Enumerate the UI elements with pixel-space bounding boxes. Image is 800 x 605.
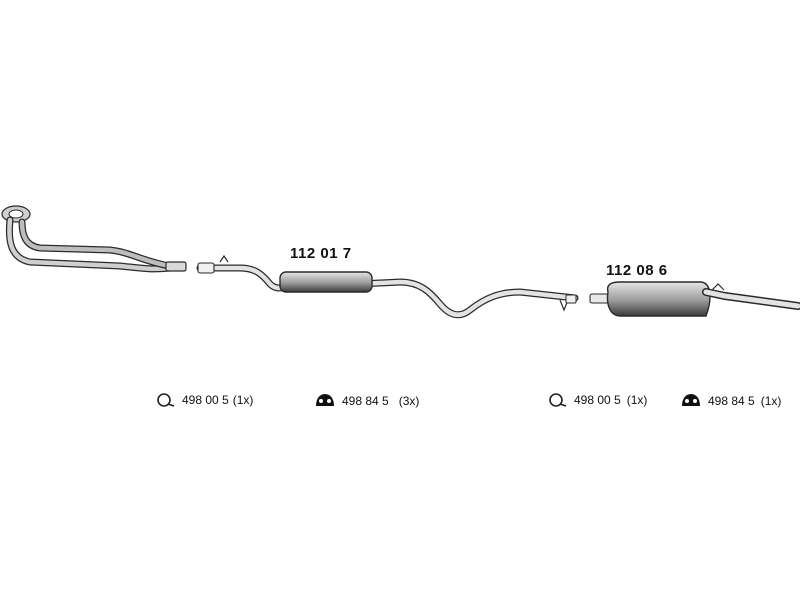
- rubber-mount-icon: [316, 394, 334, 406]
- ring-clamp-icon: [157, 393, 175, 407]
- legend-code: 498 84 5: [708, 394, 755, 408]
- rubber-mount-icon: [682, 394, 700, 406]
- rear-silencer-assembly: [589, 281, 800, 317]
- legend-qty: (1x): [760, 394, 782, 408]
- legend-code: 498 00 5: [574, 393, 621, 407]
- legend-qty: (1x): [626, 393, 648, 407]
- legend-qty: (3x): [398, 394, 420, 408]
- legend-item: 498 84 5 (3x): [314, 392, 419, 410]
- ring-clamp-icon: [549, 393, 567, 407]
- legend-item: 498 00 5 (1x): [548, 392, 647, 408]
- legend-item: 498 84 5 (1x): [680, 392, 781, 410]
- legend-code: 498 84 5: [342, 394, 389, 408]
- rear-silencer-label: 112 08 6: [606, 262, 668, 279]
- middle-silencer-label: 112 01 7: [290, 245, 352, 262]
- legend-item: 498 00 5 (1x): [156, 392, 253, 408]
- middle-silencer-assembly: [196, 254, 579, 319]
- legend-code: 498 00 5: [182, 393, 229, 407]
- legend-qty: (1x): [232, 393, 254, 407]
- front-pipe: [1, 205, 187, 273]
